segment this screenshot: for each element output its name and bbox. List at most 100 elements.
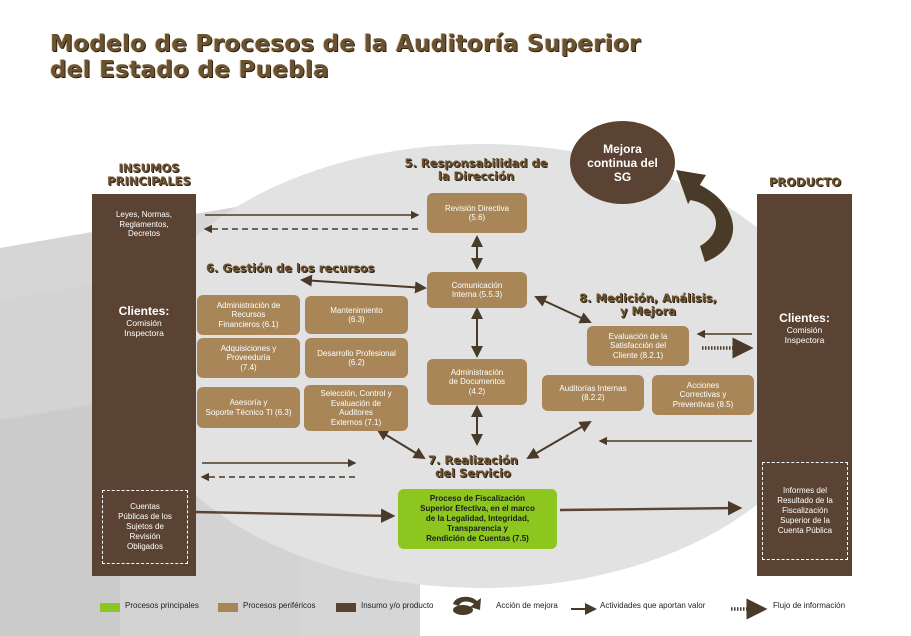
legend-accion-icon <box>453 596 481 610</box>
medicion-line: 8. Medición, Análisis, <box>579 291 717 305</box>
informes-box: Informes del Resultado de la Fiscalizaci… <box>762 462 848 560</box>
legend-perifericos: Procesos periféricos <box>243 601 316 610</box>
box-line: Proceso de Fiscalización <box>429 494 526 503</box>
box-line: Preventivas (8.5) <box>672 399 734 409</box>
box-line: Administración <box>450 367 504 377</box>
informes-line: Informes del <box>782 486 828 495</box>
box-line: Superior Efectiva, en el marco <box>420 504 535 513</box>
box-line: (7.4) <box>240 362 257 372</box>
cuentas-line: Revisión <box>129 532 161 541</box>
informes-line: Resultado de la <box>777 496 833 505</box>
box-line: Interna (5.5.3) <box>451 290 503 299</box>
laws-text: Leyes, Normas, Reglamentos, Decretos <box>92 210 196 239</box>
box-auditorias-internas: Auditorías Internas(8.2.2) <box>542 375 644 411</box>
legend-actividades: Actividades que aportan valor <box>600 601 706 610</box>
cuentas-box: Cuentas Públicas de los Sujetos de Revis… <box>102 490 188 564</box>
laws-line: Decretos <box>127 229 160 238</box>
informes-line: Fiscalización <box>782 506 828 515</box>
box-line: (6.3) <box>348 315 365 324</box>
legend-accion: Acción de mejora <box>496 601 558 610</box>
arrow-medicion-realizacion <box>526 420 592 460</box>
legend-swatch-perifericos <box>218 603 238 612</box>
box-line: Financieros (6.1) <box>218 319 279 329</box>
informes-line: Cuenta Pública <box>777 526 833 535</box>
arrow-fiscalizacion-to-informes <box>559 500 743 516</box>
legend-insumo: Insumo y/o producto <box>361 601 434 610</box>
page-title: Modelo de Procesos de la Auditoría Super… <box>50 31 670 83</box>
producto-clients-line: Comisión <box>786 325 823 335</box>
cuentas-line: Públicas de los <box>118 512 172 521</box>
mejora-line: SG <box>613 169 632 184</box>
producto-clients-line: Inspectora <box>784 335 825 345</box>
box-line: Auditorías Internas <box>559 383 627 393</box>
producto-clients-title: Clientes: <box>779 311 830 325</box>
box-line: Correctivas y <box>679 390 727 400</box>
mejora-continua-circle: Mejora continua del SG <box>570 121 675 204</box>
box-revision-directiva: Revisión Directiva(5.6) <box>427 193 527 233</box>
box-desarrollo-profesional: Desarrollo Profesional(6.2) <box>305 338 408 378</box>
box-line: Mantenimiento <box>330 305 383 315</box>
legend-flujo: Flujo de información <box>773 601 846 610</box>
box-line: Asesoría y <box>229 398 268 407</box>
realizacion-line: 7. Realización <box>428 453 518 467</box>
arrow-cuentas-to-fiscalizacion <box>194 508 396 523</box>
realizacion-header: 7. Realización del Servicio <box>408 454 538 480</box>
box-line: Acciones <box>686 380 720 390</box>
informes-line: Superior de la <box>780 516 830 525</box>
arrow-recursos-realizacion <box>376 428 426 460</box>
mejora-line: Mejora <box>603 141 642 156</box>
responsabilidad-line: 5. Responsabilidad de <box>404 156 548 170</box>
box-line: Administración de <box>216 300 281 310</box>
arrow-comunicacion-medicion <box>534 295 592 324</box>
legend-accion-icon-base <box>453 605 473 615</box>
medicion-line: y Mejora <box>619 304 677 318</box>
title-line-2: del Estado de Puebla <box>50 57 329 83</box>
insumos-clients-line: Comisión <box>126 318 162 328</box>
box-line: (5.6) <box>468 213 486 222</box>
insumos-clients: Clientes: Comisión Inspectora <box>92 304 196 338</box>
insumos-header-line-2: PRINCIPALES <box>107 174 191 188</box>
cuentas-line: Cuentas <box>130 502 160 511</box>
box-line: Cliente (8.2.1) <box>612 350 664 360</box>
box-line: Soporte Técnico TI (6.3) <box>205 407 292 417</box>
insumos-header-line-1: INSUMOS <box>118 161 180 175</box>
box-line: Evaluación de la <box>608 331 668 341</box>
legend-principales: Procesos principales <box>125 601 199 610</box>
insumos-header: INSUMOS PRINCIPALES <box>90 162 208 188</box>
insumos-clients-line: Inspectora <box>124 328 164 338</box>
laws-line: Reglamentos, <box>119 219 169 229</box>
mejora-arrow-head <box>676 170 706 204</box>
box-line: de Documentos <box>448 377 506 387</box>
laws-line: Leyes, Normas, <box>115 210 173 219</box>
responsabilidad-header: 5. Responsabilidad de la Dirección <box>386 157 566 183</box>
box-line: Evaluación de <box>330 398 382 408</box>
box-line: Adquisiciones y <box>220 343 277 353</box>
box-line: Transparencia y <box>447 524 508 533</box>
producto-clients: Clientes: Comisión Inspectora <box>757 311 852 345</box>
producto-column: Clientes: Comisión Inspectora Informes d… <box>757 194 852 576</box>
title-line-1: Modelo de Procesos de la Auditoría Super… <box>50 31 641 57</box>
box-line: (6.2) <box>348 358 365 367</box>
box-line: Recursos <box>231 310 266 320</box>
box-line: Rendición de Cuentas (7.5) <box>426 534 529 543</box>
mejora-line: continua del <box>587 155 658 170</box>
producto-header: PRODUCTO <box>768 175 841 189</box>
box-line: Auditores <box>339 408 373 417</box>
box-line: Externos (7.1) <box>330 417 382 427</box>
realizacion-line: del Servicio <box>435 466 511 480</box>
box-line: Proveeduría <box>226 353 271 363</box>
insumos-clients-title: Clientes: <box>118 304 170 318</box>
box-line: de la Legalidad, Integridad, <box>425 514 530 523</box>
box-line: (4.2) <box>468 386 486 396</box>
legend-swatch-insumo <box>336 603 356 612</box>
cuentas-line: Sujetos de <box>126 522 164 531</box>
